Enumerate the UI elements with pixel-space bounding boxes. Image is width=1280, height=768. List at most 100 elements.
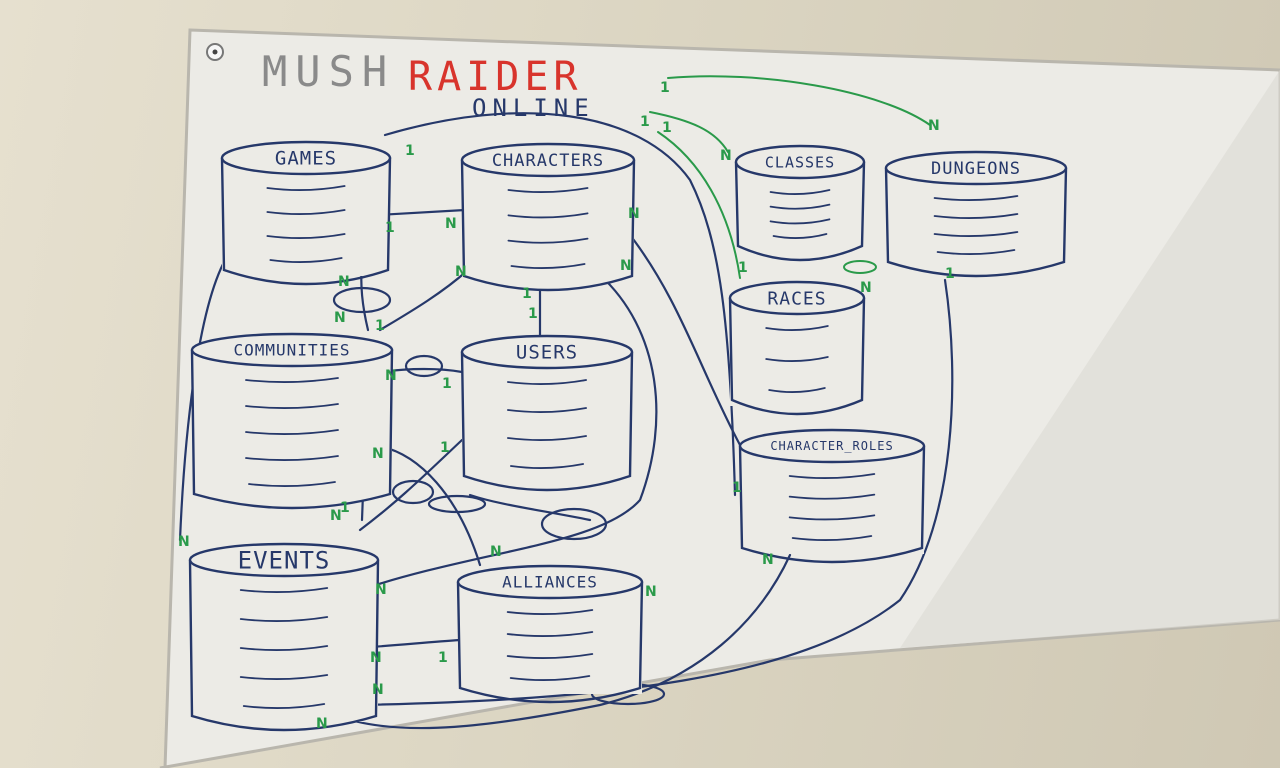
table-cylinder-top [884,150,1068,186]
table-races: RACES [728,280,866,416]
table-body-fill [462,160,634,282]
cardinality-mark: 1 [738,260,748,276]
table-row-line [509,675,591,681]
cardinality-mark: N [370,650,382,666]
cardinality-mark: 1 [405,143,415,159]
table-label-events: EVENTS [238,546,331,574]
cardinality-mark: N [860,280,872,296]
table-cylinder-top [456,564,644,600]
table-cylinder-body [734,160,866,262]
table-body-fill [190,560,378,722]
relation-line-characters-races-green [657,131,741,279]
table-cylinder-body [738,444,926,564]
table-alliances: ALLIANCES [456,564,644,704]
table-cylinder-body [190,348,394,510]
table-cylinder-body [220,156,392,286]
table-row-line [772,233,828,239]
cardinality-mark: N [330,508,342,524]
cardinality-mark: 1 [528,306,538,322]
table-label-character-roles: CHARACTER_ROLES [770,439,893,453]
table-row-line [242,703,326,709]
table-row-line [768,387,826,393]
table-row-line [239,645,329,651]
table-label-races: RACES [767,288,826,309]
cardinality-mark: 1 [660,80,670,96]
table-row-line [506,653,594,659]
cardinality-mark: N [338,274,350,290]
table-row-line [507,237,589,244]
cardinality-mark: 1 [385,220,395,236]
table-body-fill [222,158,390,276]
relation-line-users-events [468,493,592,522]
table-row-line [933,195,1019,201]
table-row-line [936,249,1016,255]
table-label-characters: CHARACTERS [492,151,604,171]
table-body-fill [740,446,924,554]
table-row-line [245,455,339,461]
table-row-line [507,435,587,441]
cardinality-mark: N [720,148,732,164]
table-row-line [266,209,346,215]
relation-line-characters-dungeons [383,112,737,497]
table-cylinder-top [220,140,392,176]
table-row-line [269,257,343,263]
table-row-line [788,473,876,479]
table-classes: CLASSES [734,144,866,262]
table-games: GAMES [220,140,392,286]
table-row-line [266,233,346,239]
table-cylinder-body [456,580,644,704]
table-row-line [506,631,594,637]
table-row-line [933,231,1019,237]
table-row-line [788,514,876,521]
table-row-line [507,187,589,193]
cardinality-mark: 1 [375,318,385,334]
table-label-users: USERS [516,342,578,364]
board-magnet-dot [212,49,218,55]
table-row-line [239,616,329,622]
table-row-line [507,407,587,413]
cardinality-mark: N [316,716,328,732]
table-row-line [239,587,329,593]
cardinality-mark: N [762,552,774,568]
title-mush: MUSH [262,47,395,96]
cardinality-mark: N [375,582,387,598]
junction-ellipse-users-events [391,479,435,505]
relation-line-characters-character-roles [628,233,742,447]
relation-line-characters-communities [378,268,470,332]
cardinality-mark: N [490,544,502,560]
table-label-communities: COMMUNITIES [234,341,351,360]
cardinality-mark: 1 [340,500,350,516]
cardinality-mark: N [455,264,467,280]
cardinality-mark: N [628,206,640,222]
table-label-alliances: ALLIANCES [502,573,598,592]
relation-line-games-dungeons-green [667,75,931,126]
cardinality-mark: N [620,258,632,274]
table-body-fill [462,352,632,482]
table-row-line [507,212,589,219]
relation-line-users-alliances [358,438,464,532]
table-dungeons: DUNGEONS [884,150,1068,278]
table-cylinder-top [188,542,380,578]
whiteboard-shadow [900,70,1280,648]
table-character-roles: CHARACTER_ROLES [738,428,926,564]
table-row-line [933,213,1019,219]
table-cylinder-top [190,332,394,368]
table-cylinder-body [728,296,866,416]
table-characters: CHARACTERS [460,142,636,292]
table-cylinder-top [728,280,866,316]
cardinality-mark: N [385,368,397,384]
table-row-line [788,493,876,500]
table-cylinder-top [734,144,866,180]
table-row-line [769,189,831,195]
table-row-line [266,185,346,191]
table-row-line [245,429,339,435]
table-cylinder-body [884,166,1068,278]
table-row-line [791,535,873,541]
table-body-fill [730,298,864,406]
table-row-line [245,403,339,409]
table-cylinder-top [738,428,926,464]
table-row-line [239,674,329,680]
table-row-line [506,609,594,615]
title-raider: RAIDER [408,54,583,100]
